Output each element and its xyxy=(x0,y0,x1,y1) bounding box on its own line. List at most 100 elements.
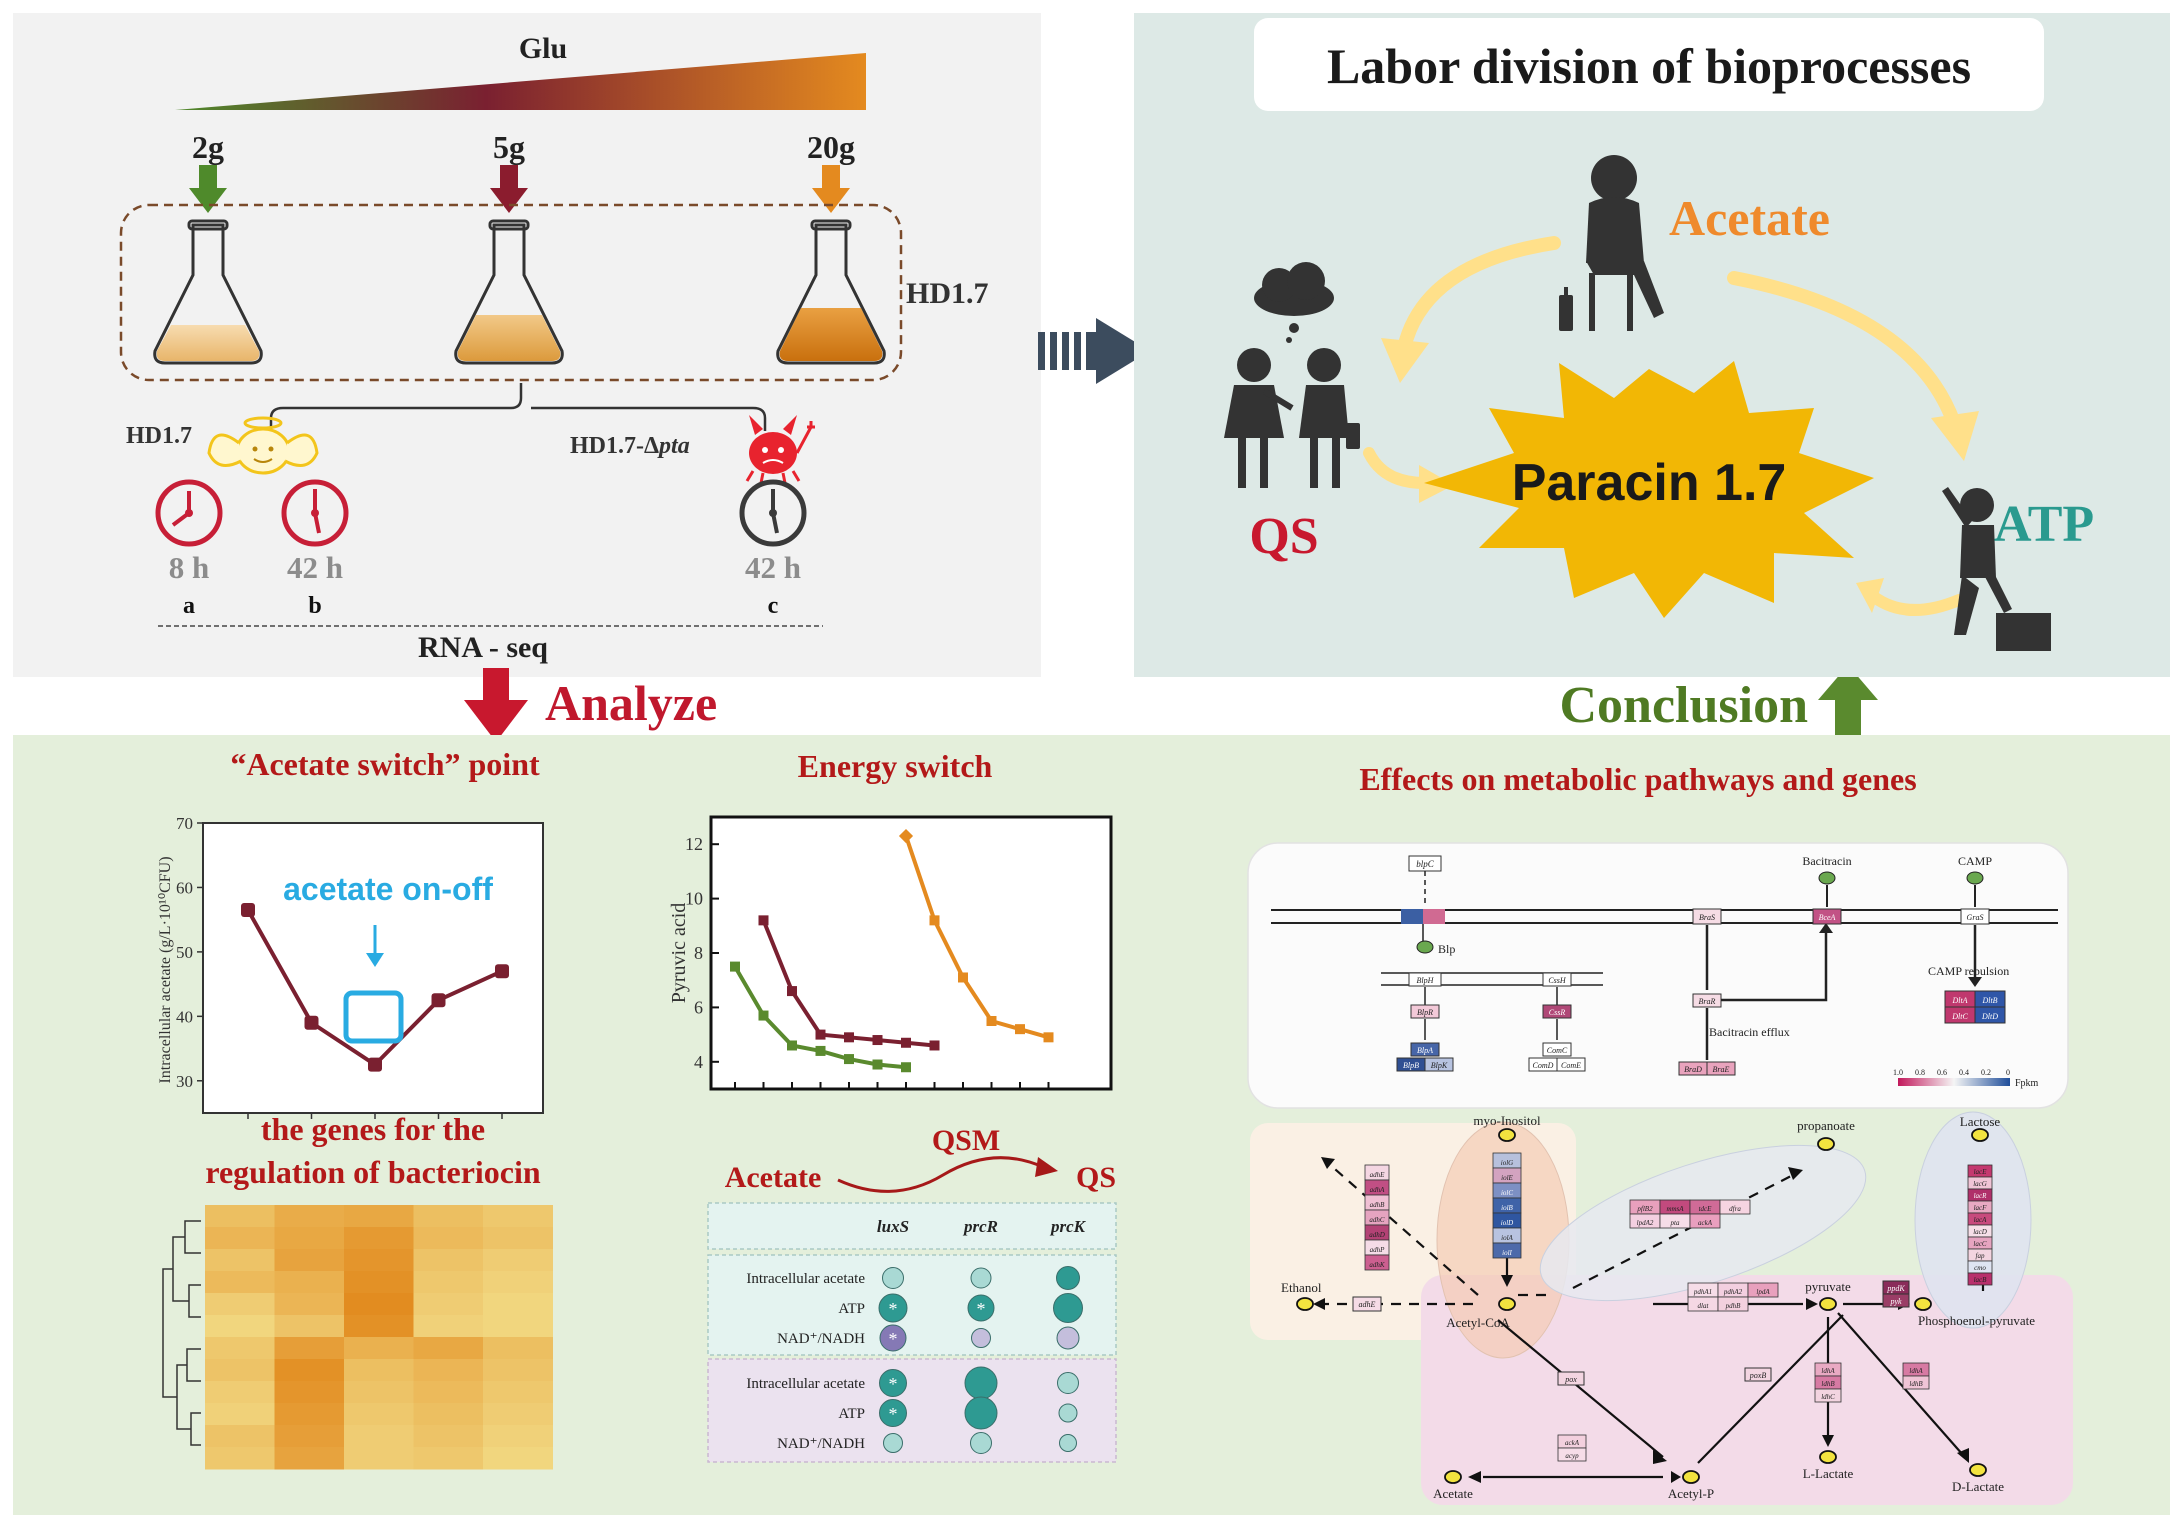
node-pyruvate xyxy=(1819,1297,1837,1311)
energy-point xyxy=(958,972,968,983)
seated-person-icon xyxy=(1559,155,1664,331)
qsm-col-luxs: luxS xyxy=(877,1217,909,1236)
heatmap-cell xyxy=(274,1425,345,1448)
gene-label: lacD xyxy=(1973,1228,1987,1236)
dltd-label: DltD xyxy=(1981,1012,1998,1021)
heatmap-cell xyxy=(413,1249,484,1272)
node-acetate xyxy=(1444,1470,1462,1484)
chart1-ytick-label: 70 xyxy=(176,814,193,833)
poxb-label: poxB xyxy=(1749,1371,1767,1380)
blph-label: BlpH xyxy=(1417,976,1435,985)
qsm-correlation-dot xyxy=(967,1294,995,1322)
heatmap-cell xyxy=(413,1425,484,1448)
blpr-label: BlpR xyxy=(1417,1008,1433,1017)
camp-arrowhead-icon xyxy=(1968,977,1982,987)
adhe-box xyxy=(1352,1296,1382,1312)
dlta-label: DltA xyxy=(1951,996,1967,1005)
gene-label: lacR xyxy=(1974,1192,1988,1200)
ppdk-label: ppdK xyxy=(1886,1284,1905,1293)
dose-5g: 5g xyxy=(493,129,525,165)
analysis-panel: “Acetate switch” point Intracellular ace… xyxy=(13,735,2170,1515)
gene-label: lacA xyxy=(1974,1216,1988,1224)
heatmap-cell xyxy=(483,1315,553,1338)
gene-box xyxy=(1747,1282,1779,1298)
heatmap-cell xyxy=(483,1359,553,1382)
heatmap-cell xyxy=(274,1359,345,1382)
conclusion-label: Conclusion xyxy=(1559,677,1808,734)
switch-highlight-box xyxy=(343,990,404,1044)
energy-point xyxy=(901,1062,911,1073)
gene-label: adhB xyxy=(1370,1201,1386,1209)
qsm-correlation-dot xyxy=(1058,1403,1078,1423)
time-c: 42 h xyxy=(745,550,801,585)
poxb-box xyxy=(1744,1367,1772,1382)
heatmap-cell xyxy=(205,1403,275,1426)
gene-label: lacF xyxy=(1974,1204,1988,1212)
bcea-label: BceA xyxy=(1819,913,1836,922)
heatmap-cell xyxy=(274,1447,345,1470)
qsm-correlation-dot xyxy=(882,1267,904,1289)
heatmap-cell xyxy=(274,1403,345,1426)
blpk-label: BlpK xyxy=(1431,1061,1448,1070)
gene-label: pflB2 xyxy=(1636,1205,1653,1213)
gene-box xyxy=(1689,1213,1721,1229)
gene-label: pdhA1 xyxy=(1693,1288,1712,1296)
energy-point xyxy=(730,961,740,972)
glucose-gradient xyxy=(175,53,866,110)
heatmap-cell xyxy=(205,1337,275,1360)
label-l-lactate: L-Lactate xyxy=(1803,1466,1854,1481)
efflux-label: Bacitracin efflux xyxy=(1709,1025,1790,1039)
fpkm-tick-label: 1.0 xyxy=(1893,1068,1903,1077)
gene-label: adhE xyxy=(1370,1171,1386,1179)
acetate-point xyxy=(495,964,509,979)
comc-label: ComC xyxy=(1547,1046,1568,1055)
fpkm-tick-label: 0 xyxy=(2006,1068,2010,1077)
qsm-correlation-dot xyxy=(971,1328,991,1348)
gene-label: ldhA xyxy=(1821,1367,1835,1375)
arrow-acetate-to-atp xyxy=(1727,271,1961,430)
heatmap-cell xyxy=(413,1381,484,1404)
heatmap-cell xyxy=(344,1315,414,1338)
sample-c: c xyxy=(768,593,779,619)
dltb-label: DltB xyxy=(1981,996,1997,1005)
gene-label: lacG xyxy=(1973,1180,1987,1188)
qsm-col-prck: prcK xyxy=(1049,1217,1087,1236)
strain-label: HD1.7 xyxy=(906,277,989,310)
climbing-person-icon xyxy=(1942,487,2051,651)
heatmap-cell xyxy=(413,1315,484,1338)
mutant-label: HD1.7-Δpta xyxy=(570,433,690,459)
qsm-correlation-dot xyxy=(879,1399,907,1427)
gene-label: ldhC xyxy=(1821,1393,1835,1401)
heatmap-title-line1: the genes for the xyxy=(261,1111,485,1147)
energy-point xyxy=(872,1059,883,1070)
come-label: ComE xyxy=(1561,1061,1581,1070)
qsm-header-box xyxy=(707,1202,1117,1250)
node-propanoate xyxy=(1817,1137,1835,1151)
chart2-ylabel: Pyruvic acid xyxy=(668,903,690,1004)
heatmap-cell xyxy=(205,1293,275,1316)
heatmap-cell xyxy=(344,1359,414,1382)
flask-2g-icon xyxy=(153,219,263,365)
analysis-content: “Acetate switch” point Intracellular ace… xyxy=(157,746,2073,1505)
brar-label: BraR xyxy=(1699,997,1716,1006)
gene-box xyxy=(1717,1296,1749,1312)
analyze-arrow-icon xyxy=(464,668,528,742)
wildtype-label: HD1.7 xyxy=(126,423,192,449)
energy-point xyxy=(815,1045,826,1056)
heatmap-cell xyxy=(205,1359,275,1382)
heatmap-cell xyxy=(413,1227,484,1250)
experiment-diagram: Glu 2g 5g 20g HD1.7 HD1.7 xyxy=(119,32,989,664)
heatmap-cell xyxy=(344,1293,414,1316)
qsm-row-label: ATP xyxy=(838,1301,865,1317)
label-pep: Phosphoenol-pyruvate xyxy=(1918,1313,2035,1328)
gene-label: dlat xyxy=(1698,1302,1710,1310)
energy-point xyxy=(929,915,940,926)
camp-label: CAMP xyxy=(1958,854,1992,868)
chart2-frame xyxy=(709,815,1113,1091)
blpk-box xyxy=(1424,1057,1454,1072)
energy-point xyxy=(1015,1024,1025,1035)
qsm-acetate-label: Acetate xyxy=(725,1161,822,1194)
